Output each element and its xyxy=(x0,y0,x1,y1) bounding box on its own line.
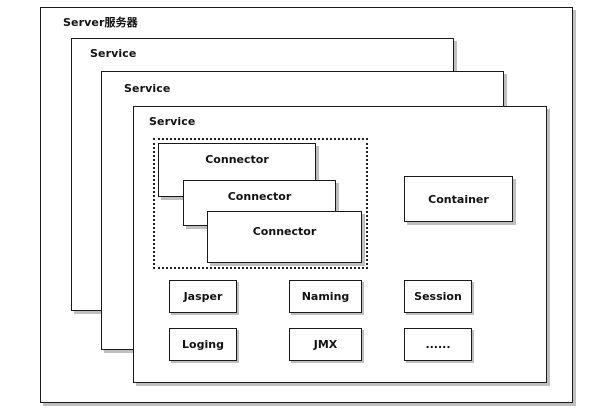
component-label-naming: Naming xyxy=(301,290,350,303)
component-loging: Loging xyxy=(169,328,237,361)
component-label-jasper: Jasper xyxy=(183,290,223,303)
connector-box-3: Connector xyxy=(207,211,362,263)
component-more: ...... xyxy=(404,328,472,361)
service-label-1: Service xyxy=(90,47,137,60)
component-naming: Naming xyxy=(289,280,362,313)
container-label: Container xyxy=(428,192,489,206)
component-label-session: Session xyxy=(414,290,462,303)
service-label-3: Service xyxy=(149,115,196,128)
connector-label-1: Connector xyxy=(205,153,269,166)
component-label-more: ...... xyxy=(425,338,451,351)
component-jmx: JMX xyxy=(289,328,362,361)
server-label: Server服务器 xyxy=(63,16,138,29)
service-label-2: Service xyxy=(124,82,171,95)
component-label-jmx: JMX xyxy=(313,338,338,351)
component-label-loging: Loging xyxy=(182,338,224,351)
component-jasper: Jasper xyxy=(169,280,237,313)
component-session: Session xyxy=(404,280,472,313)
connector-group xyxy=(153,138,368,269)
connector-label-2: Connector xyxy=(227,190,292,203)
connector-label-3: Connector xyxy=(252,225,317,238)
container-box: Container xyxy=(404,176,513,222)
